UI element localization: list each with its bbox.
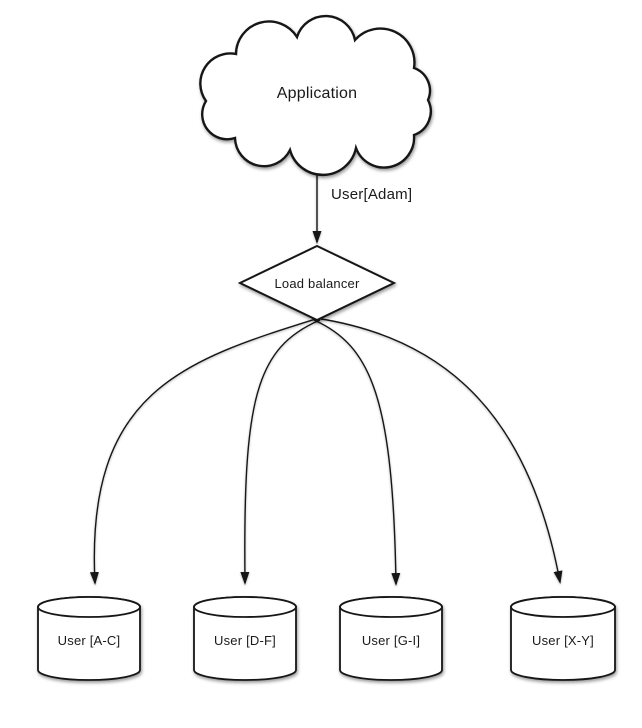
db-cylinder-1-top bbox=[37, 596, 141, 618]
edge-loadbalancer-to-shard-3 bbox=[313, 319, 401, 586]
db-cylinder-4 bbox=[510, 596, 616, 681]
db-shard-3-label: User [G-I] bbox=[361, 633, 421, 648]
load-balancer-node-label: Load balancer bbox=[274, 276, 360, 291]
application-cloud-shape bbox=[199, 14, 432, 177]
edge-loadbalancer-to-shard-1 bbox=[89, 317, 320, 585]
db-shard-4-label: User [X-Y] bbox=[532, 633, 594, 648]
db-cylinder-4-top bbox=[510, 596, 616, 618]
application-node-label: Application bbox=[276, 85, 358, 102]
db-cylinder-3-top bbox=[339, 596, 443, 618]
db-cylinder-2-top bbox=[193, 596, 297, 618]
db-shard-1-label: User [A-C] bbox=[57, 633, 121, 648]
edge-loadbalancer-to-shard-2 bbox=[240, 319, 321, 585]
edge-user-adam-label: User[Adam] bbox=[331, 186, 413, 203]
db-cylinder-3 bbox=[339, 596, 443, 681]
load-balancer-diamond-shape bbox=[237, 244, 397, 322]
db-shard-2-label: User [D-F] bbox=[214, 633, 276, 648]
db-cylinder-1 bbox=[37, 596, 141, 681]
edge-loadbalancer-to-shard-4 bbox=[314, 317, 563, 584]
db-cylinder-2 bbox=[193, 596, 297, 681]
